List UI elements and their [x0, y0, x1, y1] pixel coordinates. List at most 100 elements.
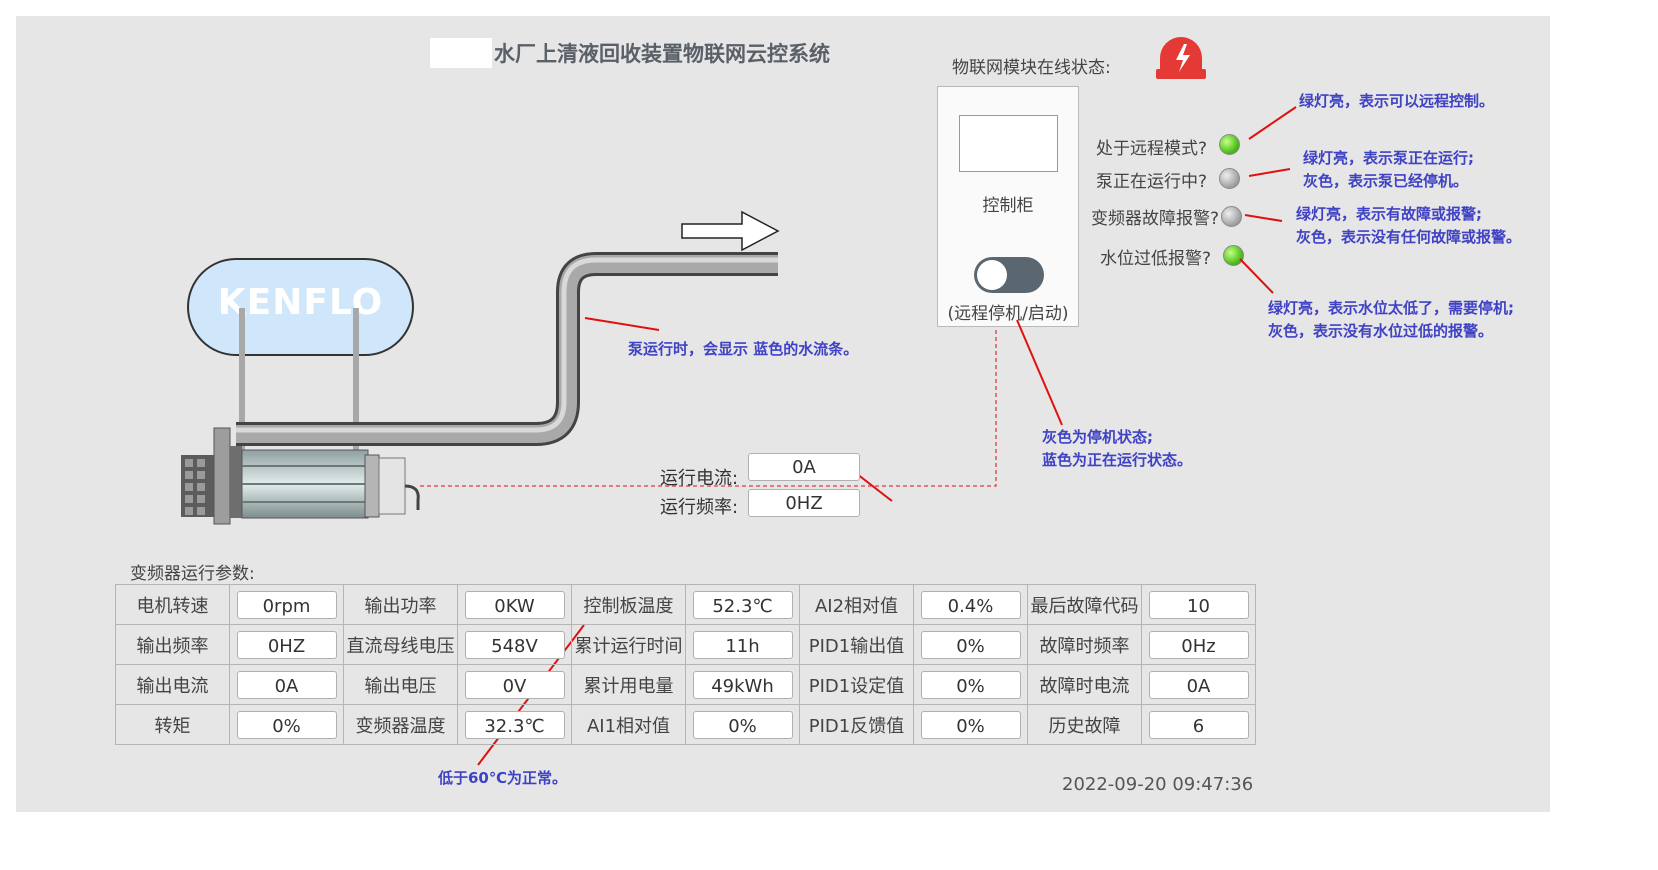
param-value: 0% [920, 670, 1021, 699]
param-value: 0KW [464, 590, 565, 619]
vfd-fault-lamp [1221, 206, 1242, 227]
param-value-cell: 11h [685, 624, 800, 665]
remote-mode-label: 处于远程模式? [1095, 139, 1207, 159]
water-tank: KENFLO [187, 258, 414, 356]
param-value: 0HZ [236, 630, 337, 659]
param-value-cell: 0.4% [913, 584, 1028, 625]
submersible-pump [181, 427, 420, 525]
param-value-cell: 49kWh [685, 664, 800, 705]
annotation-running-1: 绿灯亮，表示泵正在运行; [1303, 149, 1474, 167]
param-value-cell: 0% [913, 664, 1028, 705]
param-value-cell: 0HZ [229, 624, 344, 665]
param-label: 转矩 [115, 704, 230, 745]
param-label: PID1输出值 [799, 624, 914, 665]
annotation-switch-2: 蓝色为正在运行状态。 [1042, 451, 1193, 469]
param-value-cell: 0% [685, 704, 800, 745]
param-value: 0rpm [236, 590, 337, 619]
param-label: PID1反馈值 [799, 704, 914, 745]
param-label: PID1设定值 [799, 664, 914, 705]
timestamp: 2022-09-20 09:47:36 [1062, 774, 1254, 795]
param-value-cell: 0rpm [229, 584, 344, 625]
low-water-label: 水位过低报警? [1099, 249, 1211, 269]
toggle-knob[interactable] [977, 260, 1007, 290]
param-value: 0% [920, 630, 1021, 659]
annotation-running-2: 灰色，表示泵已经停机。 [1303, 172, 1469, 190]
param-value: 0Hz [1148, 630, 1249, 659]
title-text: 水厂上清液回收装置物联网云控系统 [494, 42, 830, 66]
pump-running-label: 泵正在运行中? [1095, 172, 1207, 192]
param-value-cell: 32.3℃ [457, 704, 572, 745]
param-value-cell: 0V [457, 664, 572, 705]
param-value: 32.3℃ [464, 710, 565, 739]
param-value: 0% [920, 710, 1021, 739]
param-value-cell: 548V [457, 624, 572, 665]
annotation-flow: 泵运行时，会显示 蓝色的水流条。 [628, 340, 859, 358]
param-value: 548V [464, 630, 565, 659]
param-label: 最后故障代码 [1027, 584, 1142, 625]
param-value: 0% [692, 710, 793, 739]
cabinet-display [959, 115, 1058, 172]
param-value: 6 [1148, 710, 1249, 739]
remote-mode-lamp [1219, 134, 1240, 155]
annotation-fault-1: 绿灯亮，表示有故障或报警; [1296, 205, 1482, 223]
param-value: 10 [1148, 590, 1249, 619]
flow-direction-arrow-icon [681, 210, 780, 252]
iot-status-label: 物联网模块在线状态: [952, 58, 1111, 78]
low-water-lamp [1223, 245, 1244, 266]
param-value-cell: 0% [913, 704, 1028, 745]
annotation-fault-2: 灰色，表示没有任何故障或报警。 [1296, 228, 1522, 246]
run-current-label: 运行电流: [660, 468, 739, 489]
run-frequency-label: 运行频率: [660, 497, 739, 518]
param-label: 输出电压 [343, 664, 458, 705]
param-value-cell: 0KW [457, 584, 572, 625]
annotation-remote: 绿灯亮，表示可以远程控制。 [1299, 92, 1495, 110]
param-value-cell: 52.3℃ [685, 584, 800, 625]
param-label: AI2相对值 [799, 584, 914, 625]
cabinet-label: 控制柜 [982, 196, 1034, 216]
param-value-cell: 0A [229, 664, 344, 705]
param-label: 输出频率 [115, 624, 230, 665]
signal-cable-line [420, 330, 997, 487]
param-value-cell: 0% [913, 624, 1028, 665]
support-rod-right [353, 308, 359, 458]
param-value: 0V [464, 670, 565, 699]
param-value: 0.4% [920, 590, 1021, 619]
control-cabinet-panel: 控制柜 (远程停机/启动) [937, 86, 1079, 327]
param-label: 故障时电流 [1027, 664, 1142, 705]
param-label: 累计用电量 [571, 664, 686, 705]
param-value: 0A [1148, 670, 1249, 699]
vfd-params-title: 变频器运行参数: [130, 564, 255, 584]
annotation-water-2: 灰色，表示没有水位过低的报警。 [1268, 322, 1494, 340]
param-value: 0A [236, 670, 337, 699]
param-label: 输出电流 [115, 664, 230, 705]
annotation-water-1: 绿灯亮，表示水位太低了，需要停机; [1268, 299, 1515, 317]
param-value: 11h [692, 630, 793, 659]
param-value: 49kWh [692, 670, 793, 699]
param-label: AI1相对值 [571, 704, 686, 745]
param-label: 直流母线电压 [343, 624, 458, 665]
pump-running-lamp [1219, 168, 1240, 189]
param-label: 故障时频率 [1027, 624, 1142, 665]
param-label: 输出功率 [343, 584, 458, 625]
remote-start-stop-toggle[interactable] [974, 257, 1044, 293]
param-value-cell: 0Hz [1141, 624, 1256, 665]
param-label: 历史故障 [1027, 704, 1142, 745]
annotation-switch-1: 灰色为停机状态; [1042, 428, 1153, 446]
param-value: 52.3℃ [692, 590, 793, 619]
support-rod-left [239, 308, 245, 458]
param-label: 变频器温度 [343, 704, 458, 745]
page-title: 水厂上清液回收装置物联网云控系统 [430, 38, 900, 68]
param-label: 控制板温度 [571, 584, 686, 625]
annotation-temperature: 低于60℃为正常。 [438, 769, 568, 787]
param-value-cell: 0% [229, 704, 344, 745]
run-frequency-value: 0HZ [748, 489, 860, 517]
param-value-cell: 6 [1141, 704, 1256, 745]
param-label: 累计运行时间 [571, 624, 686, 665]
param-value: 0% [236, 710, 337, 739]
